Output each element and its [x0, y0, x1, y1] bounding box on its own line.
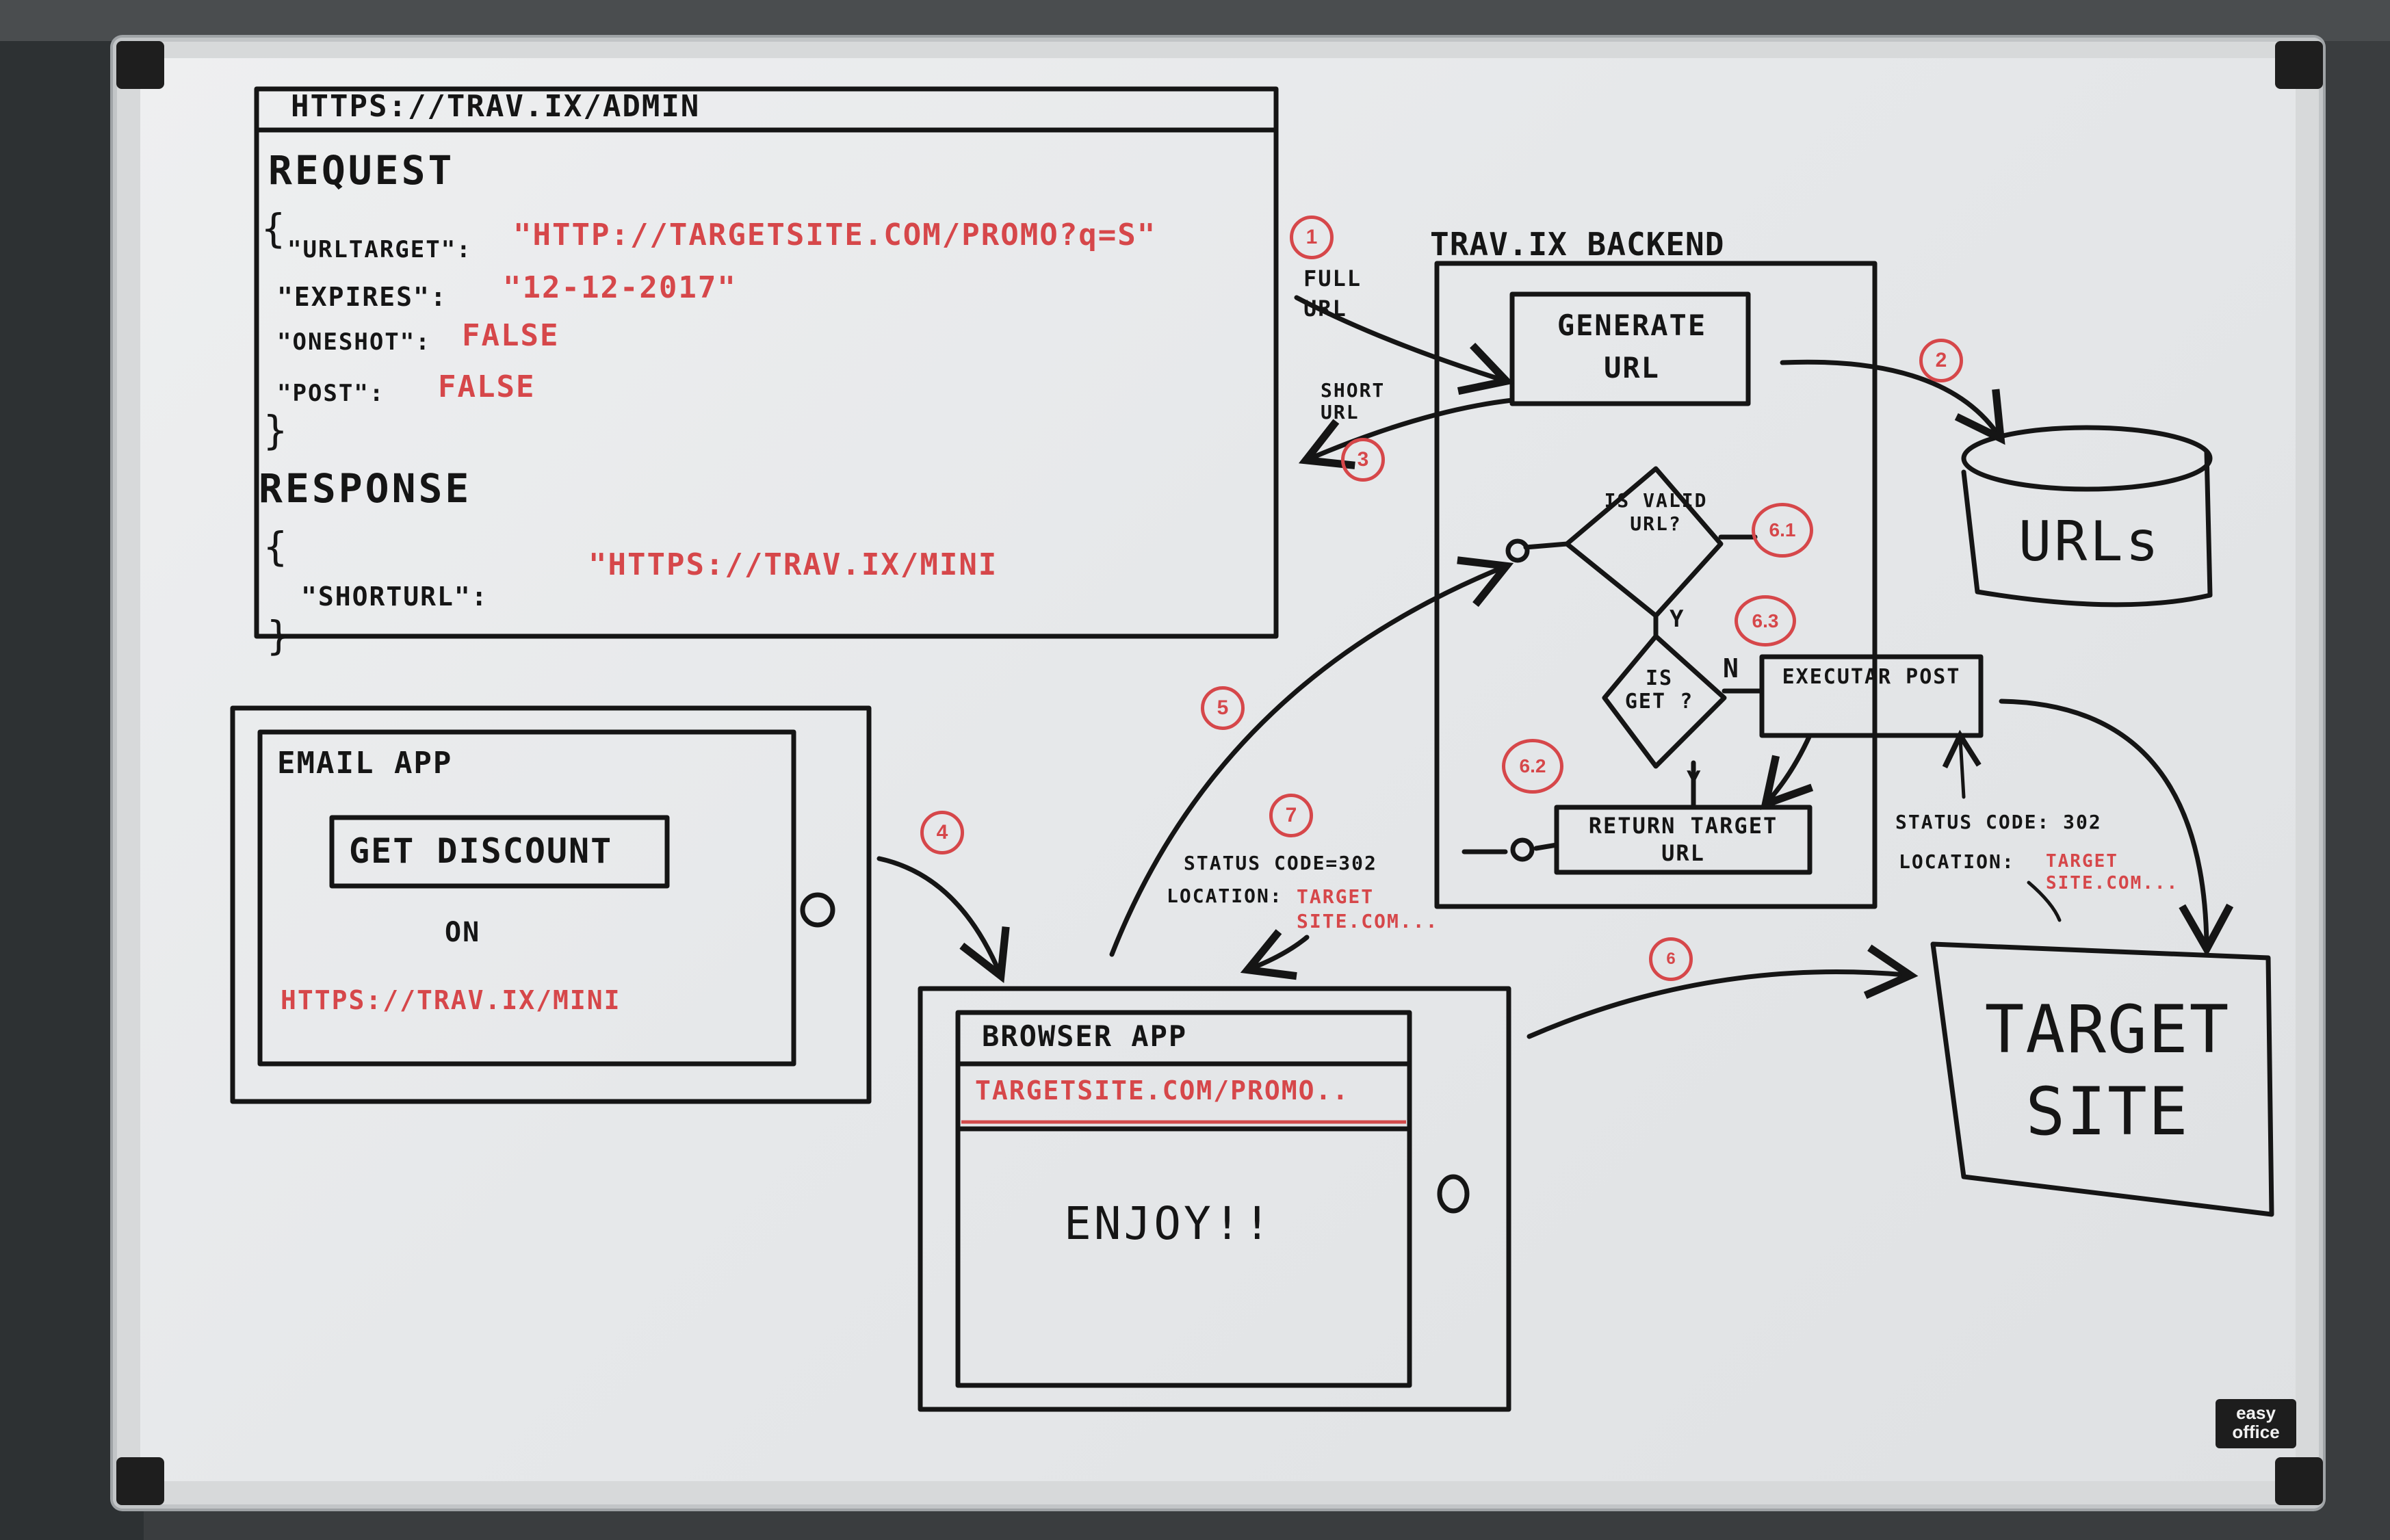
email-short-link[interactable]: HTTPS://TRAV.IX/MINI	[281, 985, 621, 1015]
is-get-diamond	[1602, 634, 1727, 769]
frame-corner	[2275, 41, 2323, 89]
is-get-label: IS GET ?	[1624, 666, 1694, 714]
request-label: REQUEST	[268, 147, 455, 194]
target-response-location-label: LOCATION:	[1899, 850, 2015, 873]
step-marker: 7	[1269, 794, 1313, 837]
step-marker: 6.1	[1752, 503, 1813, 558]
step-marker: 6	[1649, 937, 1693, 981]
is-valid-url-label: IS VALID URL?	[1604, 489, 1708, 535]
request-open-brace: {	[261, 205, 287, 252]
return-output-terminal	[1510, 837, 1535, 862]
target-site-box	[1930, 941, 2274, 1217]
browser-redirect-status: STATUS CODE=302	[1184, 852, 1377, 874]
return-target-url-box	[1554, 805, 1813, 875]
email-app-title: EMAIL APP	[277, 746, 453, 781]
arrow-full-url	[1294, 295, 1514, 395]
frame-corner	[2275, 1457, 2323, 1505]
email-home-button	[800, 892, 835, 928]
step-marker: 6.3	[1735, 595, 1796, 647]
urls-database-label: URLs	[2018, 510, 2161, 573]
browser-app-title: BROWSER APP	[982, 1019, 1188, 1053]
browser-redirect-location-value: TARGET SITE.COM...	[1297, 885, 1439, 932]
urltarget-key: "URLTARGET":	[287, 236, 472, 263]
valid-yes-label: Y	[1670, 605, 1685, 633]
executar-post-box	[1759, 654, 1984, 738]
browser-redirect-location-label: LOCATION:	[1167, 885, 1283, 907]
get-no-label: N	[1723, 653, 1740, 683]
return-output-line	[1533, 842, 1559, 851]
browser-home-button	[1437, 1174, 1470, 1214]
email-on-label: ON	[445, 917, 481, 948]
arrow-browser-to-target	[1527, 944, 1919, 1039]
email-tablet-outline	[230, 705, 872, 1104]
step-marker: 6.2	[1502, 739, 1563, 794]
target-response-location-value: TARGET SITE.COM...	[2046, 851, 2179, 893]
admin-url: HTTPS://TRAV.IX/ADMIN	[291, 89, 701, 124]
get-discount-button-outline	[329, 815, 670, 889]
shorturl-key: "SHORTURL":	[301, 582, 489, 612]
executar-post-label: EXECUTAR POST	[1782, 665, 1961, 689]
shorturl-value: "HTTPS://TRAV.IX/MINI	[588, 547, 998, 582]
valid-url-input-line	[1523, 541, 1570, 550]
get-discount-button[interactable]: GET DISCOUNT	[349, 831, 613, 871]
step-marker: 5	[1201, 686, 1245, 730]
response-close-brace: }	[267, 612, 292, 659]
step-marker: 2	[1919, 339, 1963, 382]
urls-database-body	[1961, 449, 2213, 608]
arrow-post-to-return	[1760, 733, 1814, 810]
arrow-target-response	[1942, 729, 1982, 799]
oneshot-key: "ONESHOT":	[277, 328, 431, 356]
email-screen	[257, 729, 796, 1067]
post-key: "POST":	[277, 380, 385, 407]
target-site-label: TARGET SITE	[1984, 991, 2231, 1150]
response-open-brace: {	[263, 523, 289, 570]
request-close-brace: }	[263, 407, 289, 454]
short-url-label: SHORT URL	[1321, 379, 1386, 423]
arrow-redirect-browser	[1240, 929, 1310, 980]
easy-office-logo: easy office	[2216, 1399, 2296, 1448]
frame-corner	[116, 1457, 164, 1505]
admin-panel-box	[254, 86, 1279, 639]
step-marker: 4	[920, 811, 964, 854]
expires-key: "EXPIRES":	[277, 282, 447, 312]
arrow-short-url	[1298, 397, 1515, 469]
full-url-label: FULL URL	[1303, 265, 1362, 322]
background-wall-top	[0, 0, 2390, 41]
generate-url-label: GENERATE URL	[1557, 309, 1707, 384]
browser-content-text: ENJOY!!	[1064, 1197, 1274, 1250]
step-marker: 1	[1290, 216, 1334, 259]
browser-tablet-outline	[918, 986, 1511, 1412]
arrow-store-url	[1780, 359, 2005, 445]
backend-box	[1434, 261, 1878, 909]
arrow-post-to-target	[1999, 699, 2234, 957]
post-value: FALSE	[438, 369, 536, 404]
valid-url-input-terminal	[1505, 538, 1530, 563]
get-yes-label: Y	[1687, 766, 1702, 794]
step-marker: 3	[1341, 438, 1385, 482]
return-target-url-label: RETURN TARGET URL	[1588, 813, 1778, 866]
expires-value: "12-12-2017"	[503, 270, 737, 305]
target-response-status: STATUS CODE: 302	[1895, 811, 2102, 833]
response-label: RESPONSE	[259, 465, 472, 512]
oneshot-value: FALSE	[462, 318, 560, 353]
arrow-request-backend	[1109, 556, 1514, 957]
frame-corner	[116, 41, 164, 89]
browser-address-bar[interactable]: TARGETSITE.COM/PROMO..	[975, 1075, 1350, 1106]
response-connector	[2027, 880, 2062, 922]
backend-title: TRAV.IX BACKEND	[1430, 226, 1725, 263]
browser-screen	[955, 1010, 1412, 1388]
arrow-click-link	[876, 856, 1010, 984]
urls-database-top	[1961, 425, 2213, 492]
urltarget-value: "HTTP://TARGETSITE.COM/PROMO?q=S"	[513, 218, 1157, 252]
